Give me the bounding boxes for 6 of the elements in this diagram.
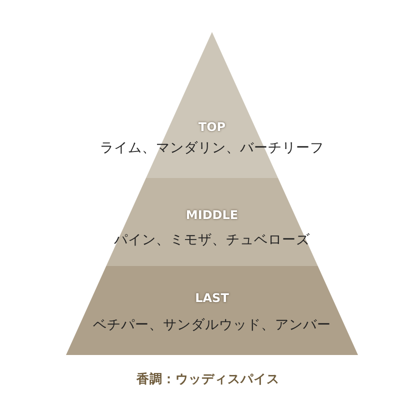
tier-heading: MIDDLE <box>186 208 238 223</box>
tier-heading: TOP <box>198 120 226 135</box>
tier-notes: ライム、マンダリン、バーチリーフ <box>100 140 324 157</box>
tier-notes: ベチパー、サンダルウッド、アンバー <box>93 317 331 334</box>
tier-heading: LAST <box>195 291 229 306</box>
caption: 香調：ウッディスパイス <box>136 371 280 387</box>
